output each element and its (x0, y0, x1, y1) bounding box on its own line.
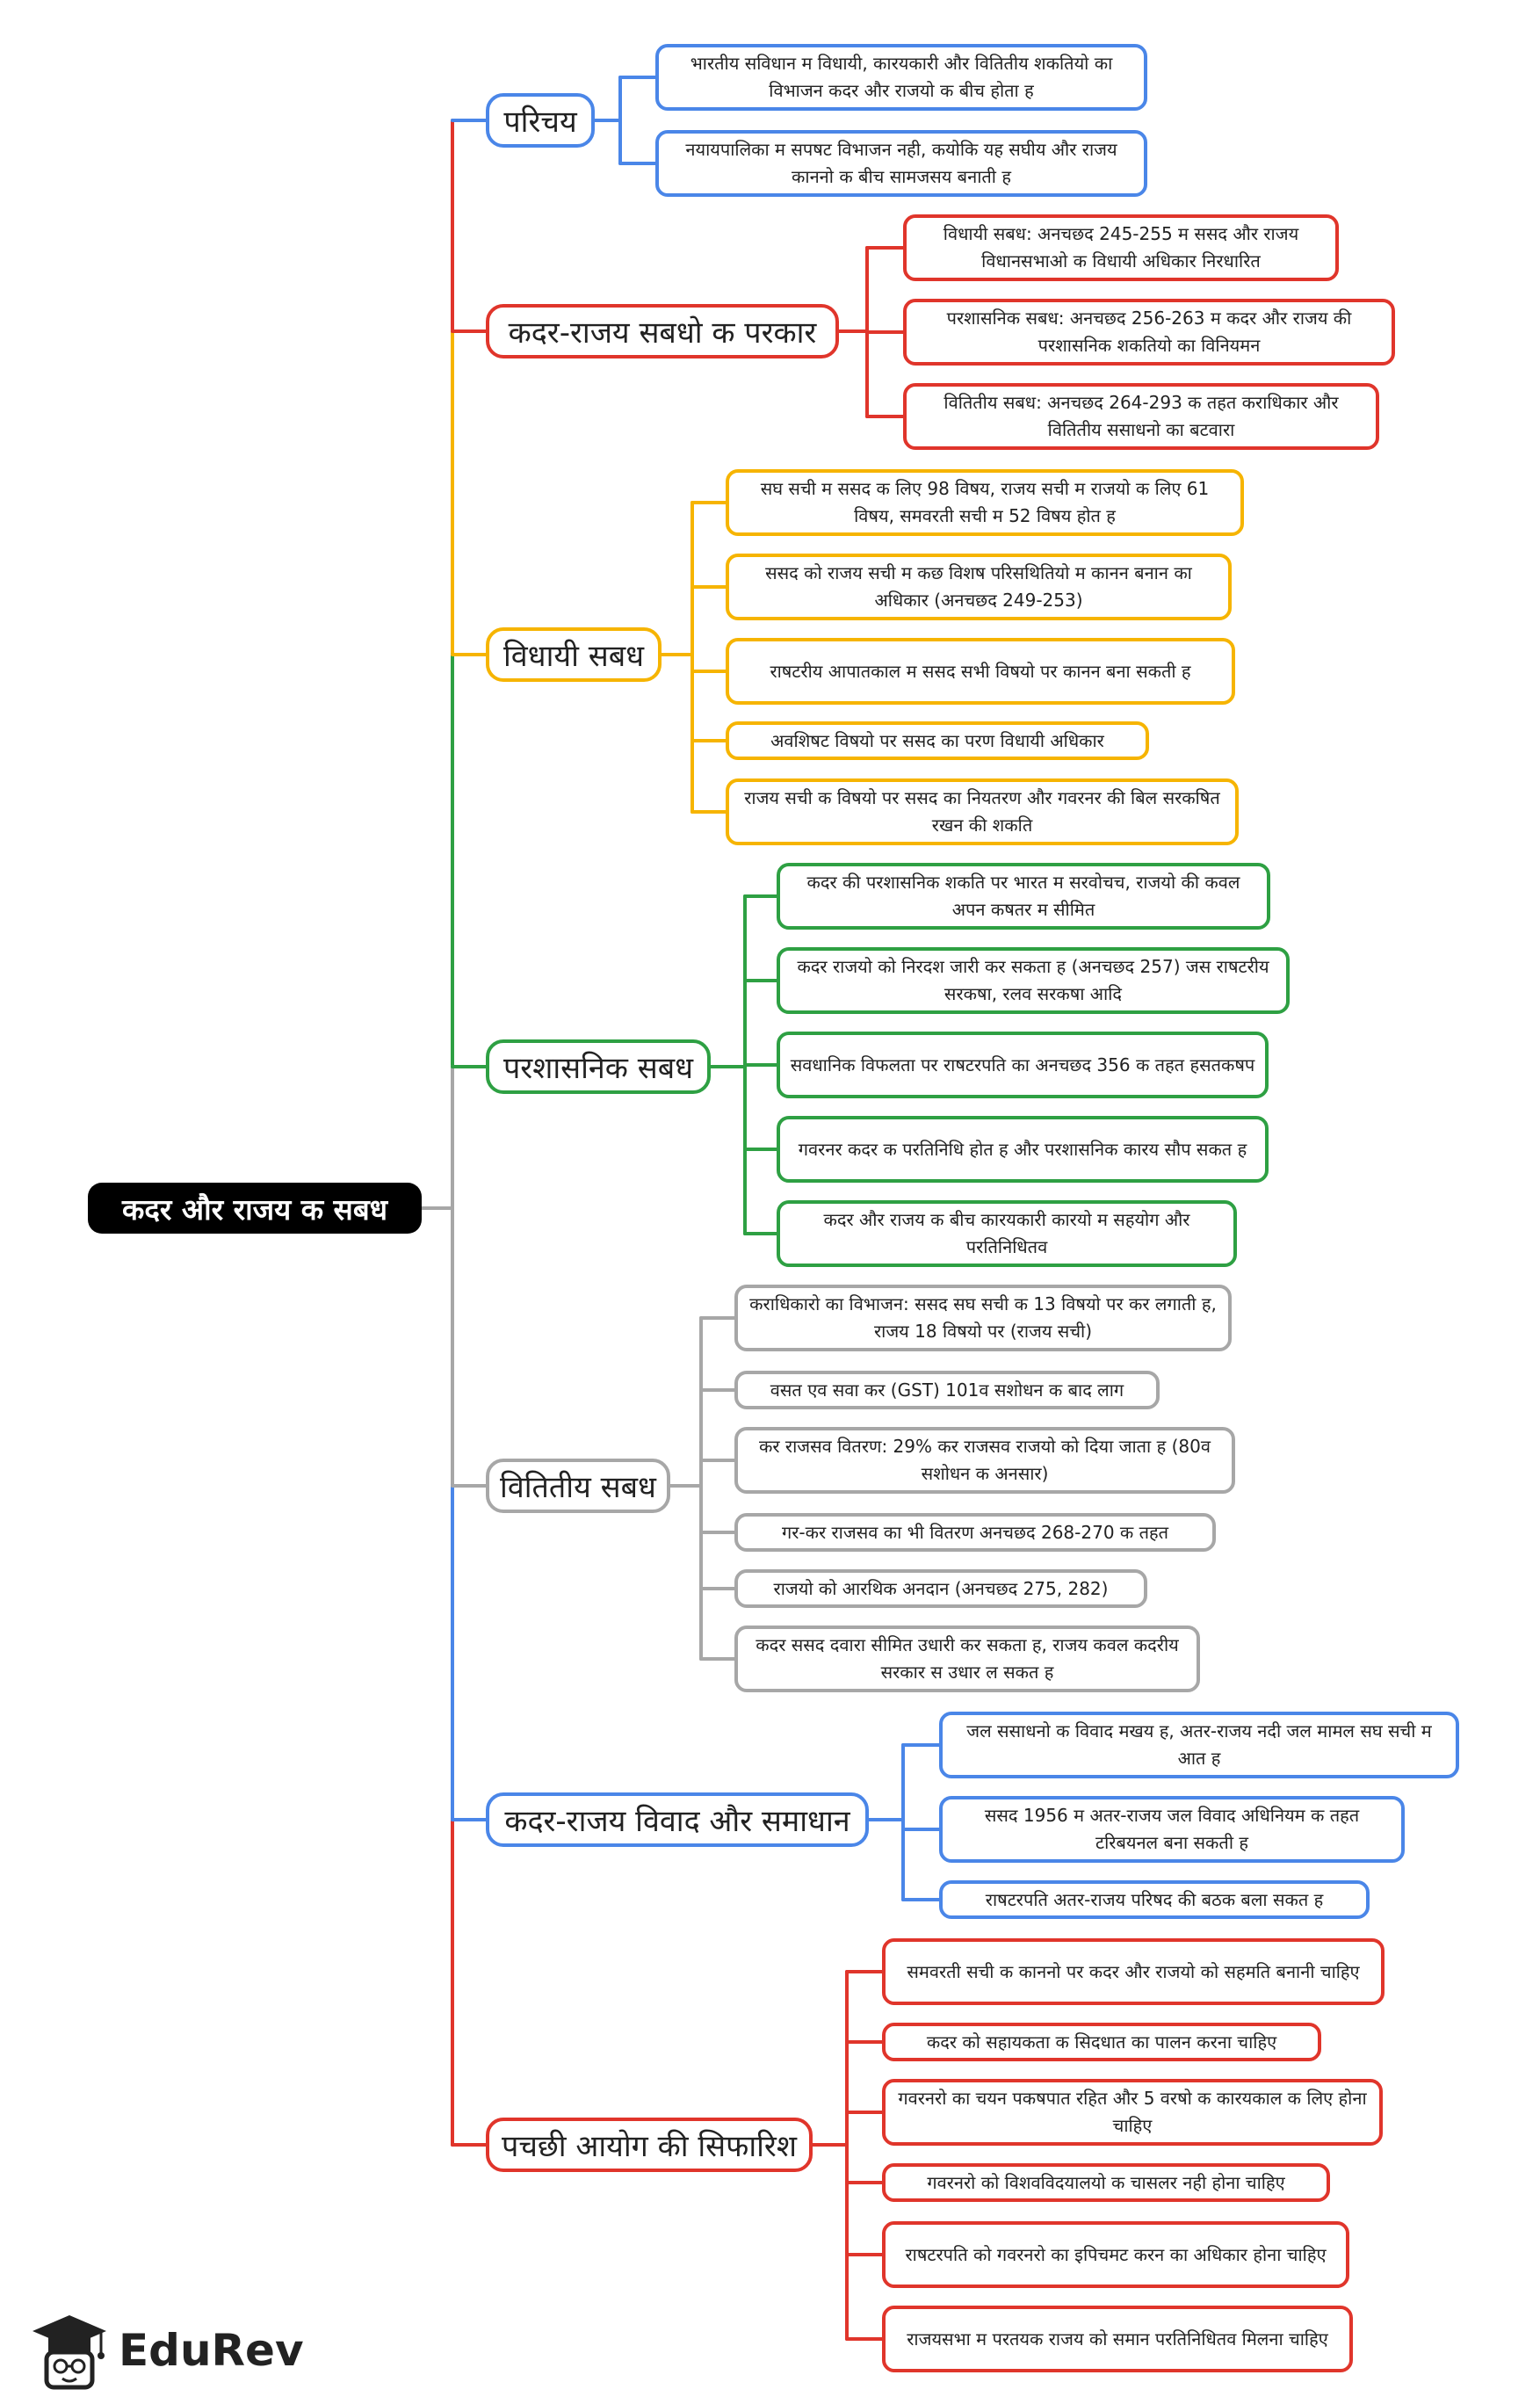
leaf-node: राषटरपति अतर-राजय परिषद की बठक बला सकत ह (939, 1880, 1370, 1919)
leaf-node: ससद को राजय सची म कछ विशष परिसथितियो म क… (726, 554, 1232, 620)
logo-text: EduRev (119, 2325, 304, 2376)
leaf-node: अवशिषट विषयो पर ससद का परण विधायी अधिकार (726, 721, 1149, 760)
leaf-node: गवरनरो का चयन पकषपात रहित और 5 वरषो क का… (882, 2079, 1383, 2146)
branch-topic: कदर-राजय विवाद और समाधान (486, 1792, 869, 1847)
leaf-node: राजयो को आरथिक अनदान (अनचछद 275, 282) (734, 1569, 1147, 1608)
leaf-node: कदर राजयो को निरदश जारी कर सकता ह (अनचछद… (777, 947, 1290, 1014)
branch-topic: विधायी सबध (486, 627, 662, 682)
branch-topic: परिचय (486, 93, 595, 148)
branch-topic: परशासनिक सबध (486, 1039, 711, 1094)
leaf-node: राजय सची क विषयो पर ससद का नियतरण और गवर… (726, 778, 1239, 845)
edurev-logo: EduRev (31, 2306, 312, 2394)
leaf-node: समवरती सची क काननो पर कदर और राजयो को सह… (882, 1938, 1385, 2005)
leaf-node: सवधानिक विफलता पर राषटरपति का अनचछद 356 … (777, 1032, 1269, 1098)
leaf-node: जल ससाधनो क विवाद मखय ह, अतर-राजय नदी जल… (939, 1712, 1459, 1778)
leaf-node: कदर और राजय क बीच कारयकारी कारयो म सहयोग… (777, 1200, 1237, 1267)
leaf-node: गर-कर राजसव का भी वितरण अनचछद 268-270 क … (734, 1513, 1216, 1552)
branch-topic: वितितीय सबध (486, 1459, 670, 1513)
leaf-node: राषटरीय आपातकाल म ससद सभी विषयो पर कानन … (726, 638, 1235, 705)
leaf-node: वसत एव सवा कर (GST) 101व सशोधन क बाद लाग (734, 1371, 1160, 1409)
leaf-node: राषटरपति को गवरनरो का इपिचमट करन का अधिक… (882, 2221, 1349, 2288)
leaf-node: कदर को सहायकता क सिदधात का पालन करना चाह… (882, 2023, 1321, 2061)
root-node: कदर और राजय क सबध (88, 1183, 422, 1234)
leaf-node: कदर ससद दवारा सीमित उधारी कर सकता ह, राज… (734, 1626, 1200, 1692)
leaf-node: गवरनर कदर क परतिनिधि होत ह और परशासनिक क… (777, 1116, 1269, 1183)
leaf-node: ससद 1956 म अतर-राजय जल विवाद अधिनियम क त… (939, 1796, 1405, 1863)
leaf-node: राजयसभा म परतयक राजय को समान परतिनिधितव … (882, 2306, 1353, 2372)
graduation-cap-icon (33, 2315, 106, 2390)
branch-topic: कदर-राजय सबधो क परकार (486, 304, 839, 358)
leaf-node: सघ सची म ससद क लिए 98 विषय, राजय सची म र… (726, 469, 1244, 536)
leaf-node: कर राजसव वितरण: 29% कर राजसव राजयो को दि… (734, 1427, 1235, 1494)
leaf-node: नयायपालिका म सपषट विभाजन नही, कयोकि यह स… (655, 130, 1147, 197)
leaf-node: कदर की परशासनिक शकति पर भारत म सरवोचच, र… (777, 863, 1270, 930)
leaf-node: वितितीय सबध: अनचछद 264-293 क तहत कराधिका… (903, 383, 1379, 450)
leaf-node: विधायी सबध: अनचछद 245-255 म ससद और राजय … (903, 214, 1339, 281)
leaf-node: भारतीय सविधान म विधायी, कारयकारी और विति… (655, 44, 1147, 111)
branch-topic: पचछी आयोग की सिफारिश (486, 2118, 813, 2172)
leaf-node: कराधिकारो का विभाजन: ससद सघ सची क 13 विष… (734, 1285, 1232, 1351)
leaf-node: गवरनरो को विशवविदयालयो क चासलर नही होना … (882, 2163, 1330, 2202)
leaf-node: परशासनिक सबध: अनचछद 256-263 म कदर और राज… (903, 299, 1395, 366)
